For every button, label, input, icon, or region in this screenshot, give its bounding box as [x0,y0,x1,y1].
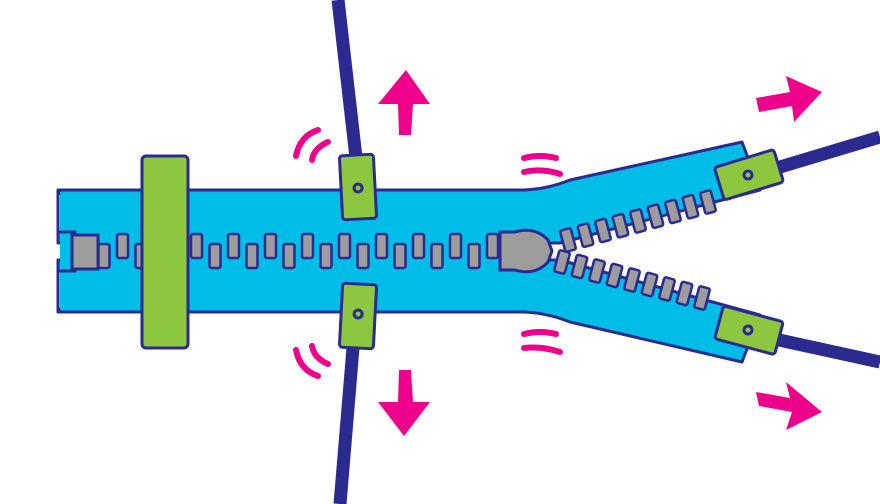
zipper-tooth [300,232,315,260]
cord-right-bottom [768,331,880,369]
zipper-tooth [646,203,665,230]
clip-bottom [338,281,378,351]
zipper-tooth [658,276,676,302]
zipper-tooth [570,253,589,280]
zipper-tooth [448,232,463,260]
zipper-tooth [245,242,259,270]
zipper-slider [498,228,554,274]
clip-right-top [713,148,785,201]
zipper-tooth [356,242,370,270]
zipper-tooth [559,227,577,253]
zipper-tooth [629,208,647,234]
zipper-tooth [189,232,204,260]
zipper-tooth [485,232,500,260]
zipper-tooth [640,271,659,298]
zipper-tooth [263,232,278,260]
zipper-tooth [337,232,352,260]
motion-arc-icon [309,139,331,163]
cord-right-top [768,130,880,177]
zipper-tooth [467,242,481,270]
zipper-tooth [430,242,444,270]
end-stop [70,233,100,271]
stopper-bar [140,154,190,350]
cord-clips [338,148,785,356]
motion-lines-icon [521,167,563,177]
zipper-tooth [553,249,571,275]
motion-lines-icon [521,329,559,337]
zipper-tape [56,140,762,364]
clip-right-bottom [713,304,785,356]
arrow-right-up-icon [756,76,822,122]
zipper-tooth [623,267,641,293]
zipper-tooth [411,232,426,260]
zipper-tooth [374,232,389,260]
motion-arc-icon [293,347,321,379]
cord-top [331,0,365,176]
zipper-tooth [393,242,407,270]
motion-lines-icon [521,153,559,161]
arrow-up-icon [378,70,430,135]
zipper-tooth [588,258,606,284]
zipper-tooth [226,232,241,260]
zipper-tooth [675,280,694,307]
motion-lines-icon [521,344,563,355]
zipper-tooth [611,212,630,239]
motion-arc-icon [309,343,331,367]
zipper-tooth [664,198,682,225]
zipper-tooth [693,285,711,311]
arrow-right-down-icon [756,382,822,430]
clip-top [338,152,378,222]
zipper-tooth [97,242,111,270]
zipper-tooth [115,232,130,260]
motion-arc-icon [293,127,321,159]
zipper-tooth [605,262,624,289]
zipper-tooth [594,217,612,244]
zipper-tooth [576,222,595,249]
zipper-tooth [319,242,333,270]
zipper-tooth [282,242,296,270]
arrow-down-icon [378,370,430,436]
zipper-tooth [681,193,700,220]
zipper-tooth [208,242,222,270]
zipper-tooth [699,189,717,215]
